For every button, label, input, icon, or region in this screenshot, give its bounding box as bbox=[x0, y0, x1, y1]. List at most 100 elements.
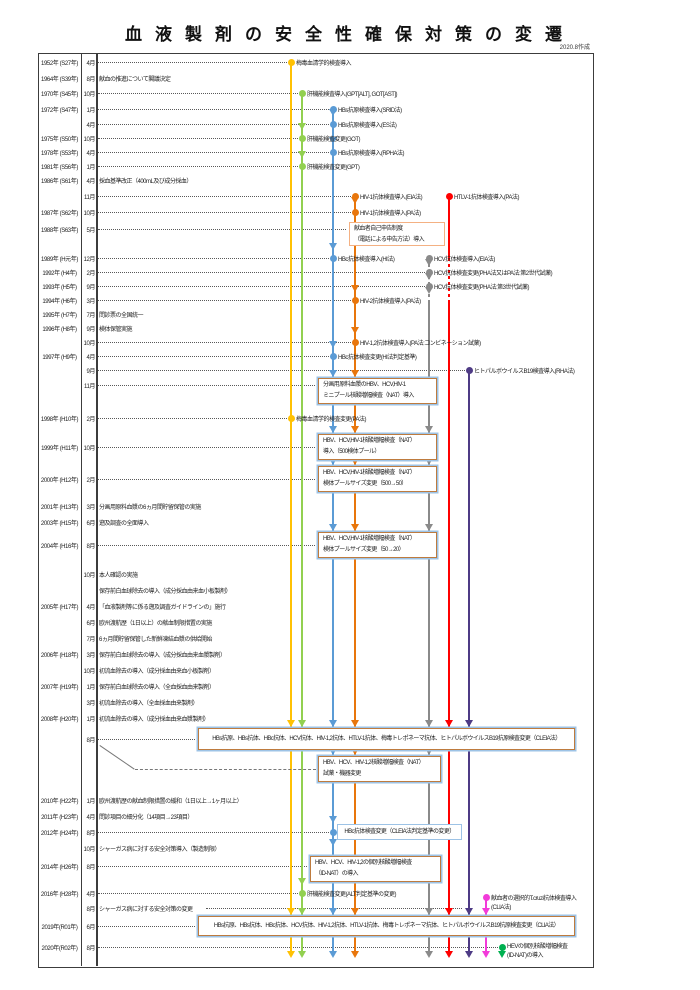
syphilis-test-line-arrow-down-icon bbox=[287, 720, 295, 727]
event-box-text: 検体プールサイズ変更（50→20） bbox=[323, 547, 405, 553]
event-box-text: HBV、HCV、HIV-1,2の個別核酸増幅検査 bbox=[315, 860, 412, 866]
leader-line bbox=[98, 832, 329, 833]
hcv-line-event-dot bbox=[425, 282, 433, 290]
event-label: 梅毒血清学的検査導入 bbox=[296, 61, 352, 67]
year-label: 1999年 (H11年) bbox=[41, 446, 78, 452]
leader-line bbox=[98, 447, 315, 448]
event-label: HIV-1抗体検査導入(EIA法) bbox=[360, 195, 423, 201]
month-label: 4月 bbox=[86, 61, 95, 67]
event-box-text: HBV、HCV、HIV-1,2核酸増幅検査（NAT） bbox=[323, 760, 425, 766]
leader-line bbox=[98, 370, 465, 371]
year-label: 2020年(R02年) bbox=[41, 946, 78, 952]
event-label: 肝機能検査変更(ALT判定基準の変更) bbox=[307, 892, 397, 898]
event-text: 初流血除去の導入（全血採血由来製剤） bbox=[99, 701, 199, 707]
year-label: 1952年 (S27年) bbox=[41, 61, 78, 67]
month-label: 6月 bbox=[86, 521, 95, 527]
month-label: 4月 bbox=[86, 605, 95, 611]
month-label: 5月 bbox=[86, 228, 95, 234]
event-label: HBs抗原検査導入(ES法) bbox=[338, 123, 397, 129]
event-box-text: HBs抗原、HBs抗体、HBc抗体、HCV抗体、HIV-1,2抗体、HTLV-1… bbox=[212, 736, 561, 742]
hbs-hbc-line-event-dot bbox=[329, 105, 337, 113]
leader-line bbox=[98, 272, 425, 273]
chart-border bbox=[38, 53, 594, 968]
month-label: 9月 bbox=[86, 285, 95, 291]
event-box-text: 検体プールサイズ変更（500→50） bbox=[323, 481, 407, 487]
year-label: 1988年 (S63年) bbox=[41, 228, 78, 234]
event-text: 初流血除去の導入（成分採血由来血小板製剤） bbox=[99, 669, 215, 675]
created-date-note: 2020.8作成 bbox=[559, 45, 590, 51]
hbs-hbc-line-arrow-down-icon bbox=[329, 951, 337, 958]
month-label: 10月 bbox=[83, 211, 96, 217]
event-label: HCV抗体検査導入(EIA法) bbox=[434, 257, 495, 263]
event-label: HIV-1,2抗体検査導入(PA法:コンビネーション試薬) bbox=[360, 341, 481, 347]
event-text: 分画用原料血漿の6ヵ月間貯留保管の実施 bbox=[99, 505, 201, 511]
event-box: HBs抗原、HBs抗体、HBc抗体、HCV抗体、HIV-1,2抗体、HTLV-1… bbox=[198, 916, 575, 936]
hiv-line-arrow-down-icon bbox=[351, 748, 359, 755]
hbs-hbc-line-arrow-down-icon bbox=[329, 341, 337, 348]
month-label: 4月 bbox=[86, 892, 95, 898]
month-label: 7月 bbox=[86, 313, 95, 319]
year-label: 2006年 (H18年) bbox=[40, 653, 79, 659]
hiv-line-arrow-down-icon bbox=[351, 327, 359, 334]
event-text: シャーガス病に対する安全対策の変更 bbox=[99, 907, 193, 913]
hiv-line-event-dot bbox=[351, 208, 359, 216]
hcv-line-arrow-down-icon bbox=[425, 951, 433, 958]
event-text: 検体保管実施 bbox=[99, 327, 133, 333]
hbs-hbc-line-event-dot bbox=[329, 352, 337, 360]
event-label: HBs抗原検査導入(RPHA法) bbox=[338, 151, 405, 157]
year-label: 2010年 (H22年) bbox=[40, 799, 79, 805]
hbs-hbc-line-arrow-down-icon bbox=[329, 720, 337, 727]
hev-line-event-dot bbox=[498, 943, 506, 951]
month-label: 7月 bbox=[86, 637, 95, 643]
leader-line bbox=[98, 152, 329, 153]
year-label: 1972年 (S47年) bbox=[41, 108, 78, 114]
month-label: 8月 bbox=[86, 907, 95, 913]
event-box-text: HBV、HCV,HIV-1核酸増幅検査（NAT） bbox=[323, 470, 416, 476]
event-text: 欧州渡航歴の献血制限措置の緩和（1日以上→1ヶ月以上） bbox=[99, 799, 243, 805]
month-label: 2月 bbox=[86, 417, 95, 423]
month-label: 10月 bbox=[83, 137, 96, 143]
hbs-hbc-line-arrow-down-icon bbox=[329, 370, 337, 377]
month-label: 10月 bbox=[83, 446, 96, 452]
event-text: 保存前白血球除去の導入（全血採血由来製剤） bbox=[99, 685, 215, 691]
hbs-hbc-line-event-dot bbox=[329, 254, 337, 262]
parvovirus-b19-line-arrow-down-icon bbox=[465, 951, 473, 958]
leader-line bbox=[98, 124, 329, 125]
hcv-line-arrow-down-icon bbox=[425, 273, 433, 280]
hbs-hbc-line-arrow-down-icon bbox=[329, 748, 337, 755]
event-box: 献血者自己申告制度（電話による申告方法）導入 bbox=[349, 222, 445, 246]
hbs-hbc-line-arrow-down-icon bbox=[329, 458, 337, 465]
year-label: 1970年 (S45年) bbox=[41, 92, 78, 98]
leader-line bbox=[98, 62, 287, 63]
event-box-text: HBs抗原、HBs抗体、HBc抗体、HCV抗体、HIV-1,2抗体、HTLV-1… bbox=[213, 923, 560, 929]
leader-line bbox=[98, 926, 195, 927]
month-label: 1月 bbox=[86, 108, 95, 114]
htlv-line bbox=[448, 300, 450, 952]
syphilis-test-line-event-dot bbox=[287, 414, 295, 422]
leader-line bbox=[98, 93, 298, 94]
htlv-line-arrow-down-icon bbox=[445, 720, 453, 727]
hbs-hbc-line-arrow-down-icon bbox=[329, 137, 337, 144]
event-box: HBs抗原、HBs抗体、HBc抗体、HCV抗体、HIV-1,2抗体、HTLV-1… bbox=[198, 728, 575, 750]
year-label: 1987年 (S62年) bbox=[41, 211, 78, 217]
htlv-line bbox=[448, 258, 450, 300]
month-label: 3月 bbox=[86, 653, 95, 659]
leader-line bbox=[98, 739, 195, 740]
event-text: 初流血除去の導入（成分採血由来血漿製剤） bbox=[99, 717, 210, 723]
year-label: 2016年 (H28年) bbox=[40, 892, 79, 898]
liver-function-line-arrow-down-icon bbox=[298, 878, 306, 885]
leader-line bbox=[98, 109, 329, 110]
event-text: 問診項目の細分化（14項目→23項目） bbox=[99, 815, 193, 821]
event-label: HCV抗体検査変更(PHA法:第3世代試薬) bbox=[434, 285, 530, 291]
hbs-hbc-line-arrow-down-icon bbox=[329, 908, 337, 915]
hcv-line-arrow-down-icon bbox=[425, 426, 433, 433]
year-label: 1978年 (S53年) bbox=[41, 151, 78, 157]
hcv-line-event-dot bbox=[425, 254, 433, 262]
month-label: 9月 bbox=[86, 369, 95, 375]
t-cruzi-line-event-dot bbox=[482, 893, 490, 901]
hcv-line-arrow-down-icon bbox=[425, 287, 433, 294]
liver-function-line-event-dot bbox=[298, 889, 306, 897]
month-label: 8月 bbox=[86, 831, 95, 837]
leader-line bbox=[98, 545, 315, 546]
leader-line bbox=[98, 385, 315, 386]
